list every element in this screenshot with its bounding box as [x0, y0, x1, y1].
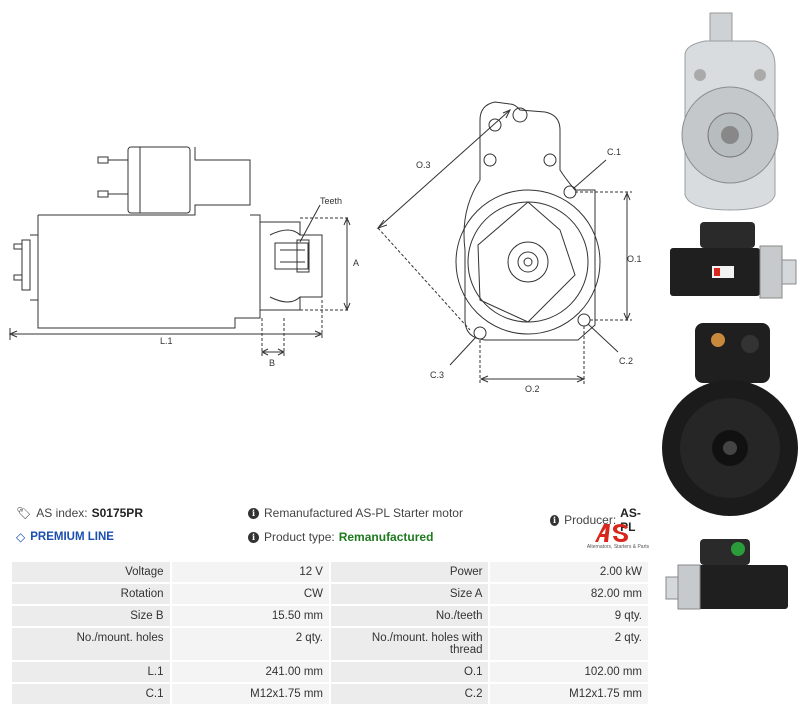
photo-side-angle[interactable]	[660, 535, 800, 615]
spec-value: 2.00 kW	[490, 562, 648, 582]
product-type: i Product type: Remanufactured	[248, 530, 433, 544]
spec-value: 9 qty.	[490, 606, 648, 626]
spec-value: 2 qty.	[171, 628, 329, 660]
producer: i Producer: AS-PL	[550, 506, 650, 534]
dim-o2-label: O.2	[525, 384, 540, 394]
dim-b-label: B	[269, 358, 275, 368]
as-index: 🏷 AS index: S0175PR	[16, 506, 143, 520]
photo-front-silver[interactable]	[660, 5, 800, 215]
spec-value: M12x1.75 mm	[171, 684, 329, 704]
starter-dimension-drawing: Teeth A B L.1 O.3 C.1 O.1 C.2 C.3 O.2	[8, 101, 642, 394]
technical-drawing: Teeth A B L.1 O.3 C.1 O.1 C.2 C.3 O.2	[0, 0, 660, 400]
product-type-label: Product type:	[264, 530, 335, 544]
logo-tagline: Alternators, Starters & Parts	[586, 544, 650, 550]
as-logo: Alternators, Starters & Parts	[583, 522, 653, 552]
tag-icon: 🏷	[16, 506, 32, 520]
spec-key: No./teeth	[330, 606, 489, 626]
spec-key: Size B	[12, 606, 170, 626]
spec-value: 241.00 mm	[171, 662, 329, 682]
premium-line: ◇ PREMIUM LINE	[16, 530, 114, 544]
photo-side-black[interactable]	[660, 218, 800, 308]
spec-value: 12 V	[171, 562, 329, 582]
spec-key: C.2	[330, 684, 489, 704]
dim-c3-label: C.3	[430, 370, 444, 380]
as-logo-mark	[595, 524, 628, 542]
spec-key: O.1	[330, 662, 489, 682]
spec-key: L.1	[12, 662, 170, 682]
spec-value: M12x1.75 mm	[490, 684, 648, 704]
spec-value: 15.50 mm	[171, 606, 329, 626]
spec-key: Size A	[330, 584, 489, 604]
teeth-label: Teeth	[320, 196, 342, 206]
dim-c2-label: C.2	[619, 356, 633, 366]
premium-line-text: PREMIUM LINE	[30, 531, 114, 543]
product-type-value: Remanufactured	[338, 530, 434, 544]
spec-key: C.1	[12, 684, 170, 704]
as-index-value: S0175PR	[91, 506, 143, 520]
spec-value: CW	[171, 584, 329, 604]
spec-key: No./mount. holes with thread	[330, 628, 489, 660]
info-icon: i	[248, 507, 259, 519]
dim-a-label: A	[353, 258, 359, 268]
photo-rear-black[interactable]	[660, 318, 800, 528]
dim-o1-label: O.1	[627, 254, 642, 264]
spec-value: 82.00 mm	[490, 584, 648, 604]
info-icon: i	[248, 531, 259, 543]
spec-key: No./mount. holes	[12, 628, 170, 660]
spec-key: Voltage	[12, 562, 170, 582]
description-text: Remanufactured AS-PL Starter motor	[264, 506, 463, 520]
diamond-icon: ◇	[16, 530, 26, 544]
dim-c1-label: C.1	[607, 147, 621, 157]
spec-value: 102.00 mm	[490, 662, 648, 682]
spec-key: Rotation	[12, 584, 170, 604]
producer-value: AS-PL	[620, 506, 641, 534]
product-photos	[660, 0, 800, 720]
spec-key: Power	[330, 562, 489, 582]
as-index-label: AS index:	[36, 506, 88, 520]
dim-l1-label: L.1	[160, 336, 173, 346]
product-info: 🏷 AS index: S0175PR i Remanufactured AS-…	[10, 500, 650, 560]
spec-value: 2 qty.	[490, 628, 648, 660]
dim-o3-label: O.3	[416, 160, 431, 170]
producer-label: Producer:	[564, 513, 617, 527]
description: i Remanufactured AS-PL Starter motor	[248, 506, 463, 520]
info-icon: i	[550, 514, 560, 526]
